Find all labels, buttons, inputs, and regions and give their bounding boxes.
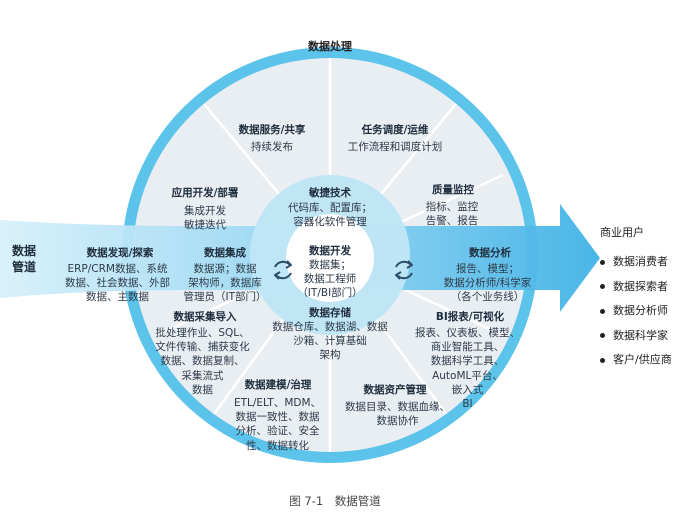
segment-body: 报表、仪表板、模型、 商业智能工具、 数据科学工具、 AutoML平台、 嵌入式…	[415, 327, 520, 410]
segment-title: 应用开发/部署	[171, 187, 239, 199]
segment-title: 数据采集导入	[173, 311, 237, 323]
segment-body: 报告、模型； 数据分析师/科学家 （各个业务线）	[443, 263, 532, 304]
business-users-title: 商业用户	[600, 226, 644, 239]
segment-title: 任务调度/运维	[361, 124, 429, 136]
refresh-cycle-icon	[395, 260, 413, 280]
data-storage-title: 数据存储	[309, 307, 351, 319]
pipeline-label: 数据 管道	[12, 244, 37, 275]
segment-body: 批处理作业、SQL、 文件传输、捕获变化 数据、数据复制、 采集流式 数据	[155, 327, 250, 396]
bullet-icon	[600, 308, 605, 314]
list-item: 数据分析师	[600, 299, 672, 324]
segment-body: 集成开发 敏捷迭代	[184, 205, 226, 232]
inner-core	[286, 214, 374, 302]
data-storage-body: 数据仓库、数据湖、数据 沙箱、计算基础 架构	[272, 321, 388, 362]
segment-body: ETL/ELT、MDM、 数据一致性、数据 分析、验证、安全 性、数据转化	[233, 397, 322, 452]
agile-tech-title: 敏捷技术	[309, 187, 351, 199]
segment-title: 质量监控	[432, 184, 474, 196]
bullet-icon	[600, 259, 605, 265]
data-dev-body: 数据集； 数据工程师 （IT/BI部门）	[297, 259, 363, 300]
list-item: 客户/供应商	[600, 348, 672, 373]
figure-caption: 图 7-1 数据管道	[289, 494, 381, 508]
segment-title: BI报表/可视化	[435, 311, 505, 323]
data-dev-title: 数据开发	[309, 245, 351, 257]
segment-body: ERP/CRM数据、系统 数据、社会数据、外部 数据、主数据	[65, 263, 170, 304]
segment-title: 数据分析	[469, 247, 511, 259]
business-users-list: 数据消费者 数据探索者 数据分析师 数据科学家 客户/供应商	[600, 250, 672, 373]
segment-body: 数据源；数据 架构师，数据库 管理员（IT部门）	[183, 263, 267, 304]
agile-tech-body: 代码库、配置库； 容器化软件管理	[288, 202, 372, 229]
bullet-icon	[600, 284, 605, 289]
list-item: 数据科学家	[600, 324, 672, 349]
segment-body: 数据目录、数据血缘、 数据协作	[345, 401, 450, 428]
segment-body: 指标、监控 告警、报告	[425, 201, 479, 228]
list-item: 数据探索者	[600, 275, 672, 300]
list-item: 数据消费者	[600, 250, 672, 275]
segment-body: 工作流程和调度计划	[347, 141, 443, 153]
top-label: 数据处理	[308, 40, 352, 53]
segment-body: 持续发布	[251, 141, 293, 153]
segment-title: 数据资产管理	[363, 384, 427, 396]
bullet-icon	[600, 357, 605, 363]
bullet-icon	[600, 333, 605, 338]
segment-title: 数据服务/共享	[238, 124, 306, 136]
refresh-cycle-icon	[274, 260, 292, 280]
segment-title: 数据集成	[204, 247, 246, 259]
segment-title: 数据建模/治理	[244, 379, 312, 391]
segment-title: 数据发现/探索	[86, 247, 154, 259]
